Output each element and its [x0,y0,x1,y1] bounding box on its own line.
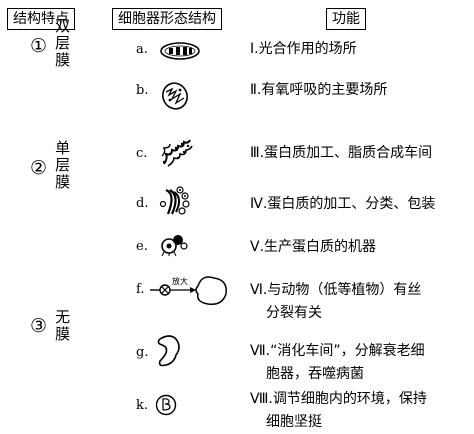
category-no-membrane: ③ 无膜 [30,309,71,343]
function-iii: Ⅲ.蛋白质加工、脂质合成车间 [250,142,432,165]
function-text: Ⅲ.蛋白质加工、脂质合成车间 [250,145,433,161]
function-ii: Ⅱ.有氧呼吸的主要场所 [250,79,387,102]
function-text: Ⅰ.光合作用的场所 [250,41,357,57]
category-single-membrane: ② 单层膜 [30,140,71,191]
centrosome-icon [150,276,227,306]
function-iv: Ⅳ.蛋白质的加工、分类、包装 [250,193,435,216]
function-vi: Ⅵ.与动物（低等植物）有丝 分裂有关 [250,279,421,325]
mitochondrion-icon [162,82,188,110]
organelle-letter-e: e. [136,239,148,254]
organelle-letter-k: k. [136,398,149,413]
organelle-letter-g: g. [136,345,149,360]
lysosome-icon [157,335,180,367]
function-text: Ⅵ.与动物（低等植物）有丝 [250,282,422,298]
category-number: ② [30,157,48,179]
organelle-letter-f: f. [136,282,145,297]
category-label: 无膜 [55,308,71,343]
function-text: Ⅴ.生产蛋白质的机器 [250,239,377,255]
function-text: Ⅳ.蛋白质的加工、分类、包装 [250,196,436,212]
function-vii: Ⅶ.“消化车间”，分解衰老细 胞器，吞噬病菌 [250,340,425,386]
function-viii: Ⅷ.调节细胞内的环境，保持 细胞坚挺 [250,388,427,434]
function-v: Ⅴ.生产蛋白质的机器 [250,236,376,259]
morphology-header: 细胞器形态结构 [112,8,222,30]
function-text-continued: 胞器，吞噬病菌 [266,366,364,382]
chloroplast-icon [160,42,200,60]
organelle-letter-c: c. [136,146,148,161]
function-text-continued: 细胞坚挺 [266,414,322,430]
category-double-membrane: ① 双层膜 [30,18,71,69]
function-text: Ⅷ.调节细胞内的环境，保持 [250,391,427,407]
vacuole-icon [155,394,177,416]
golgi-apparatus-icon [159,186,190,215]
category-label: 单层膜 [55,139,71,191]
function-header: 功能 [326,8,366,30]
function-i: Ⅰ.光合作用的场所 [250,38,357,61]
magnify-arrow-label: 放大 [172,277,188,286]
category-number: ① [30,35,48,57]
organelle-letter-b: b. [136,83,149,98]
function-text-continued: 分裂有关 [266,305,322,321]
function-text: Ⅶ.“消化车间”，分解衰老细 [250,343,425,359]
structure-header: 结构特点 [7,8,75,30]
organelle-letter-a: a. [136,42,148,57]
organelle-letter-d: d. [136,196,149,211]
category-label: 双层膜 [55,17,71,69]
function-text: Ⅱ.有氧呼吸的主要场所 [250,82,388,98]
endoplasmic-reticulum-icon [161,139,193,167]
category-number: ③ [30,315,48,337]
ribosome-icon [161,235,188,257]
